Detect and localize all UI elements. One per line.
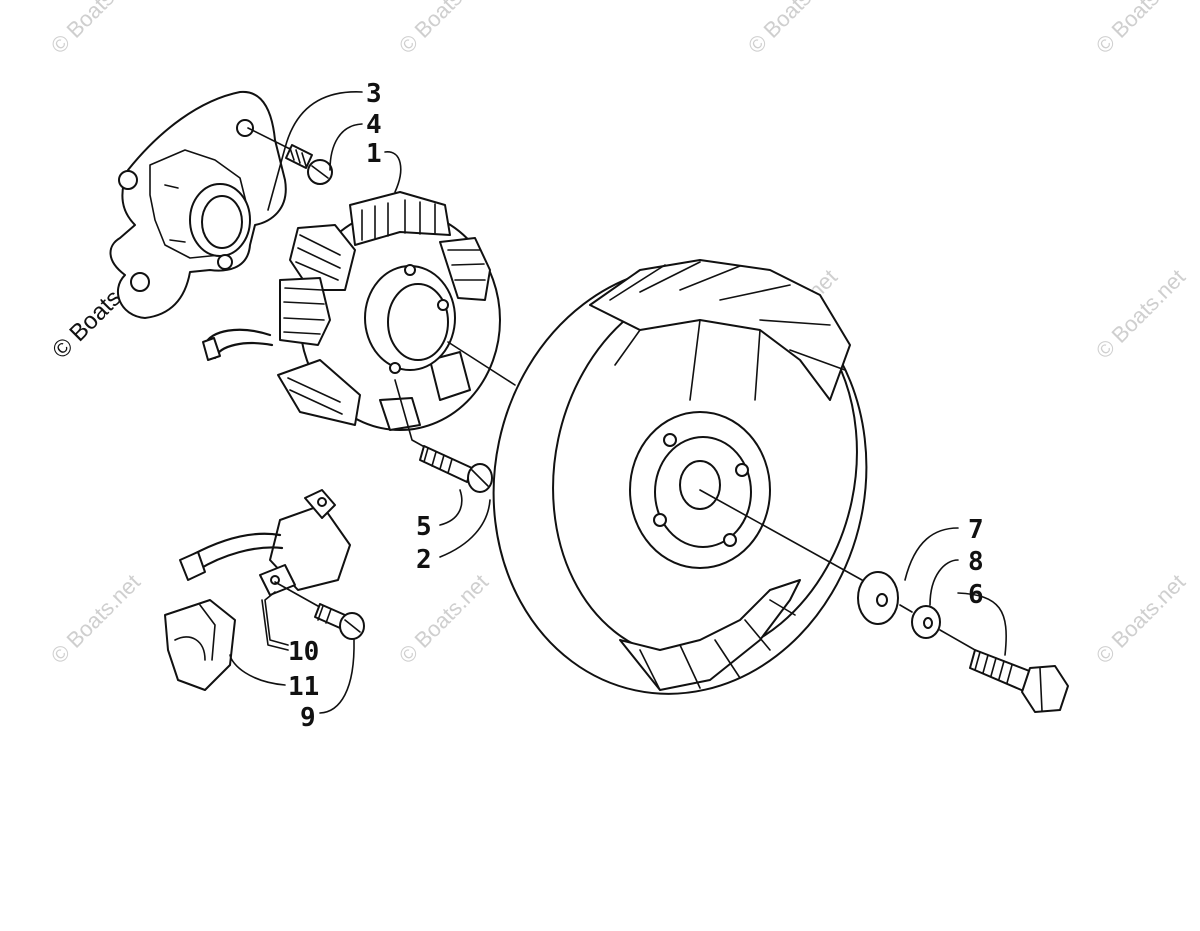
leader-lines <box>229 91 1007 714</box>
flywheel-washer <box>857 571 899 625</box>
callout-4: 4 <box>366 110 382 140</box>
watermark: © Boats.net <box>743 0 842 59</box>
callout-6: 6 <box>968 580 984 610</box>
pulser-screw <box>274 581 365 640</box>
callout-labels: 3 4 1 5 2 7 8 6 10 11 9 <box>288 79 984 733</box>
watermark: © Boats.net <box>46 0 145 59</box>
callout-7: 7 <box>968 515 984 545</box>
stator-plate <box>109 90 287 319</box>
lock-washer <box>899 604 976 651</box>
flywheel-bolt <box>969 649 1069 713</box>
callout-2: 2 <box>416 545 432 575</box>
callout-11: 11 <box>288 672 319 702</box>
callout-9: 9 <box>300 703 316 733</box>
stator-coil <box>202 191 501 431</box>
watermark: © Boats.net <box>1091 569 1190 668</box>
callout-8: 8 <box>968 547 984 577</box>
watermark: © Boats.net <box>394 569 493 668</box>
assembly-axis <box>447 341 516 386</box>
watermark: © Boats.net <box>1091 264 1190 363</box>
pulser-cover <box>164 599 236 691</box>
watermark: © Boats.net <box>1091 0 1190 59</box>
callout-5: 5 <box>416 512 432 542</box>
callout-3: 3 <box>366 79 382 109</box>
stator-screw <box>247 127 333 185</box>
callout-10: 10 <box>288 637 319 667</box>
stator-bolt <box>394 379 493 493</box>
callout-1: 1 <box>366 139 382 169</box>
watermark: © Boats.net <box>46 569 145 668</box>
watermark: © Boats.net <box>394 0 493 59</box>
flywheel <box>492 259 881 695</box>
